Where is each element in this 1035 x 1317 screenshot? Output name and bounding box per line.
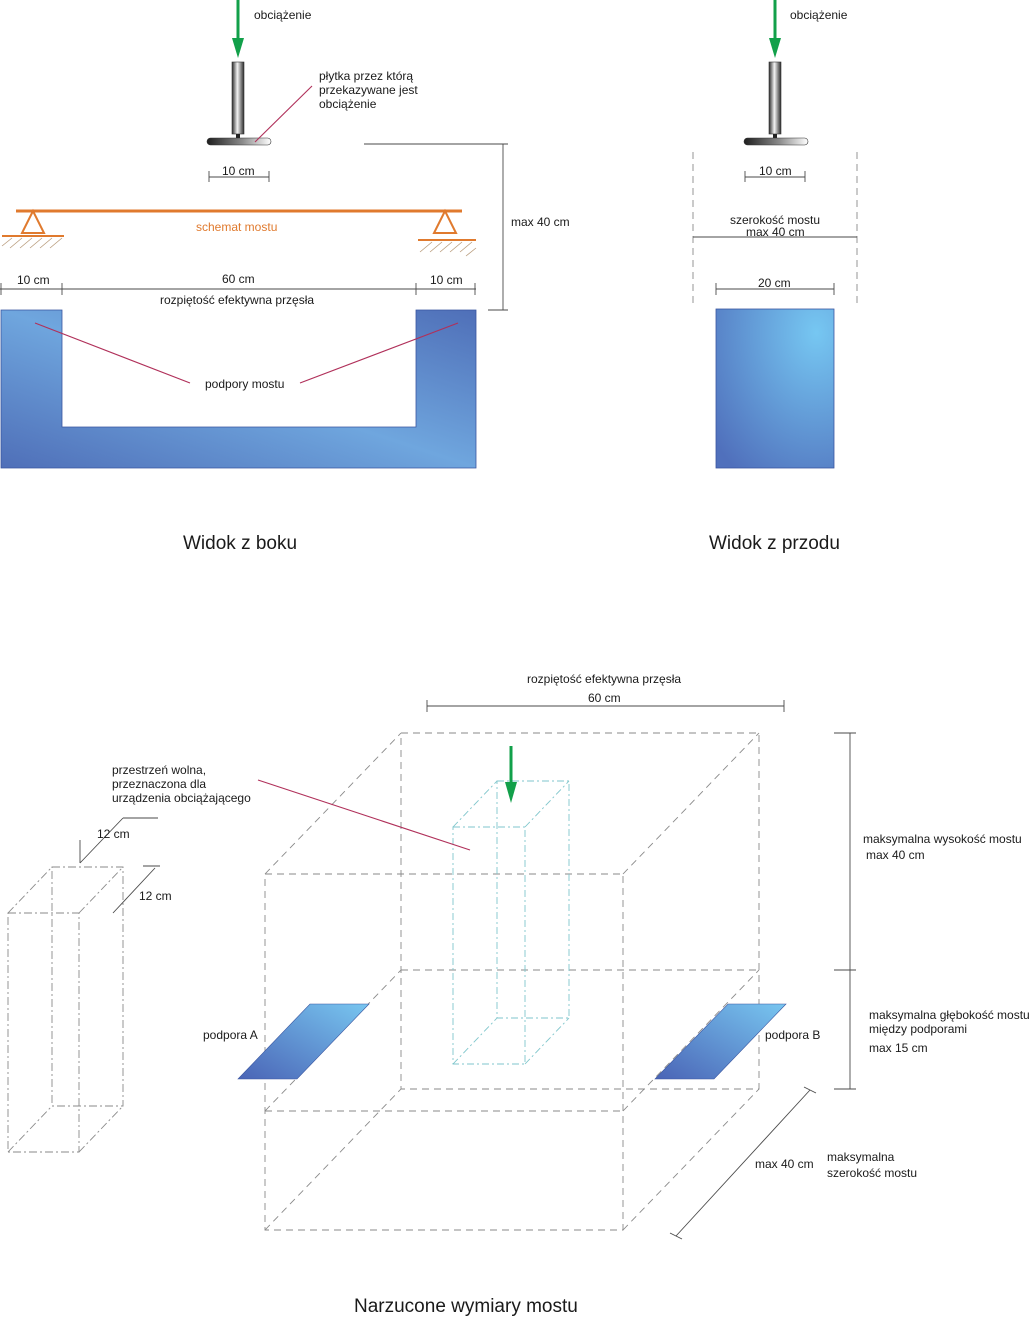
free-space-column bbox=[452, 780, 570, 1065]
effective-span-label: rozpiętość efektywna przęsła bbox=[160, 293, 314, 307]
free-space-label-line2: przeznaczona dla bbox=[112, 777, 206, 791]
iso-height-dimension bbox=[834, 732, 856, 1090]
width-label-line2: szerokość mostu bbox=[827, 1166, 917, 1180]
max-depth-line2: między podporami bbox=[869, 1022, 967, 1036]
left-support-width-label: 10 cm bbox=[17, 273, 50, 287]
plate-width-label: 10 cm bbox=[222, 164, 255, 178]
front-view: obciążenie 10 cm szerokość mostu max 40 … bbox=[692, 0, 858, 554]
plate-label-line1: płytka przez którą bbox=[319, 69, 413, 83]
span-label: 60 cm bbox=[222, 272, 255, 286]
right-support-width-label: 10 cm bbox=[430, 273, 463, 287]
iso-span-value: 60 cm bbox=[588, 691, 621, 705]
span-dimension bbox=[0, 283, 476, 295]
max-height-label: max 40 cm bbox=[511, 215, 570, 229]
bounding-box-back bbox=[400, 732, 760, 1090]
load-arrow-icon bbox=[232, 0, 244, 58]
column-dimensions bbox=[79, 817, 160, 914]
iso-span-dimension bbox=[426, 700, 785, 712]
front-support-dimension bbox=[715, 283, 835, 295]
front-width-label-line2: max 40 cm bbox=[746, 225, 805, 239]
free-space-leader bbox=[257, 779, 471, 851]
loading-piston-icon bbox=[206, 61, 272, 146]
load-arrow-front-icon bbox=[769, 0, 781, 58]
iso-view-title: Narzucone wymiary mostu bbox=[354, 1296, 578, 1317]
side-supports-body bbox=[0, 309, 477, 469]
max-height-value: max 40 cm bbox=[866, 848, 925, 862]
plate-label-line3: obciążenie bbox=[319, 97, 377, 111]
max-height-title: maksymalna wysokość mostu bbox=[863, 832, 1022, 846]
front-plate-width-label: 10 cm bbox=[759, 164, 792, 178]
free-space-label-line3: urządzenia obciążającego bbox=[112, 791, 251, 805]
plate-width-dimension bbox=[208, 171, 270, 182]
bridge-scheme-beam bbox=[2, 208, 476, 241]
support-a-label: podpora A bbox=[203, 1028, 258, 1042]
column-width-label-1: 12 cm bbox=[97, 827, 130, 841]
front-width-label-line1: szerokość mostu bbox=[730, 213, 820, 227]
plate-leader-line bbox=[254, 85, 313, 143]
bridge-scheme-label: schemat mostu bbox=[196, 220, 277, 234]
iso-load-arrow-icon bbox=[505, 746, 517, 803]
load-label: obciążenie bbox=[254, 8, 312, 22]
front-support-body bbox=[715, 308, 835, 469]
loading-column-prism bbox=[7, 866, 124, 1153]
side-view: obciążenie płytka przez którą przekazywa… bbox=[0, 0, 570, 554]
support-b-pad bbox=[654, 1003, 787, 1080]
free-space-label-line1: przestrzeń wolna, bbox=[112, 763, 206, 777]
plate-label-line2: przekazywane jest bbox=[319, 83, 418, 97]
support-a-pad bbox=[237, 1003, 370, 1080]
support-b-label: podpora B bbox=[765, 1028, 820, 1042]
max-depth-value: max 15 cm bbox=[869, 1041, 928, 1055]
isometric-view: rozpiętość efektywna przęsła 60 cm bbox=[7, 672, 1030, 1317]
supports-label: podpory mostu bbox=[205, 377, 284, 391]
front-support-width-label: 20 cm bbox=[758, 276, 791, 290]
front-load-label: obciążenie bbox=[790, 8, 848, 22]
iso-width-dimension bbox=[669, 1086, 817, 1240]
front-view-title: Widok z przodu bbox=[709, 533, 840, 554]
bounding-box-edges bbox=[264, 732, 760, 1231]
column-width-label-2: 12 cm bbox=[139, 889, 172, 903]
ground-hatch-left bbox=[1, 237, 63, 249]
front-piston-icon bbox=[743, 61, 809, 146]
support-leader-left bbox=[34, 322, 191, 384]
front-plate-dimension bbox=[744, 171, 806, 182]
ground-hatch-right bbox=[419, 241, 477, 257]
iso-span-label: rozpiętość efektywna przęsła bbox=[527, 672, 681, 686]
max-height-dimension bbox=[364, 143, 508, 311]
side-view-title: Widok z boku bbox=[183, 533, 297, 554]
support-leader-right bbox=[299, 322, 459, 384]
front-width-bounds bbox=[692, 152, 858, 304]
max-depth-line1: maksymalna głębokość mostu bbox=[869, 1008, 1030, 1022]
width-label-line1: maksymalna bbox=[827, 1150, 895, 1164]
width-value: max 40 cm bbox=[755, 1157, 814, 1171]
